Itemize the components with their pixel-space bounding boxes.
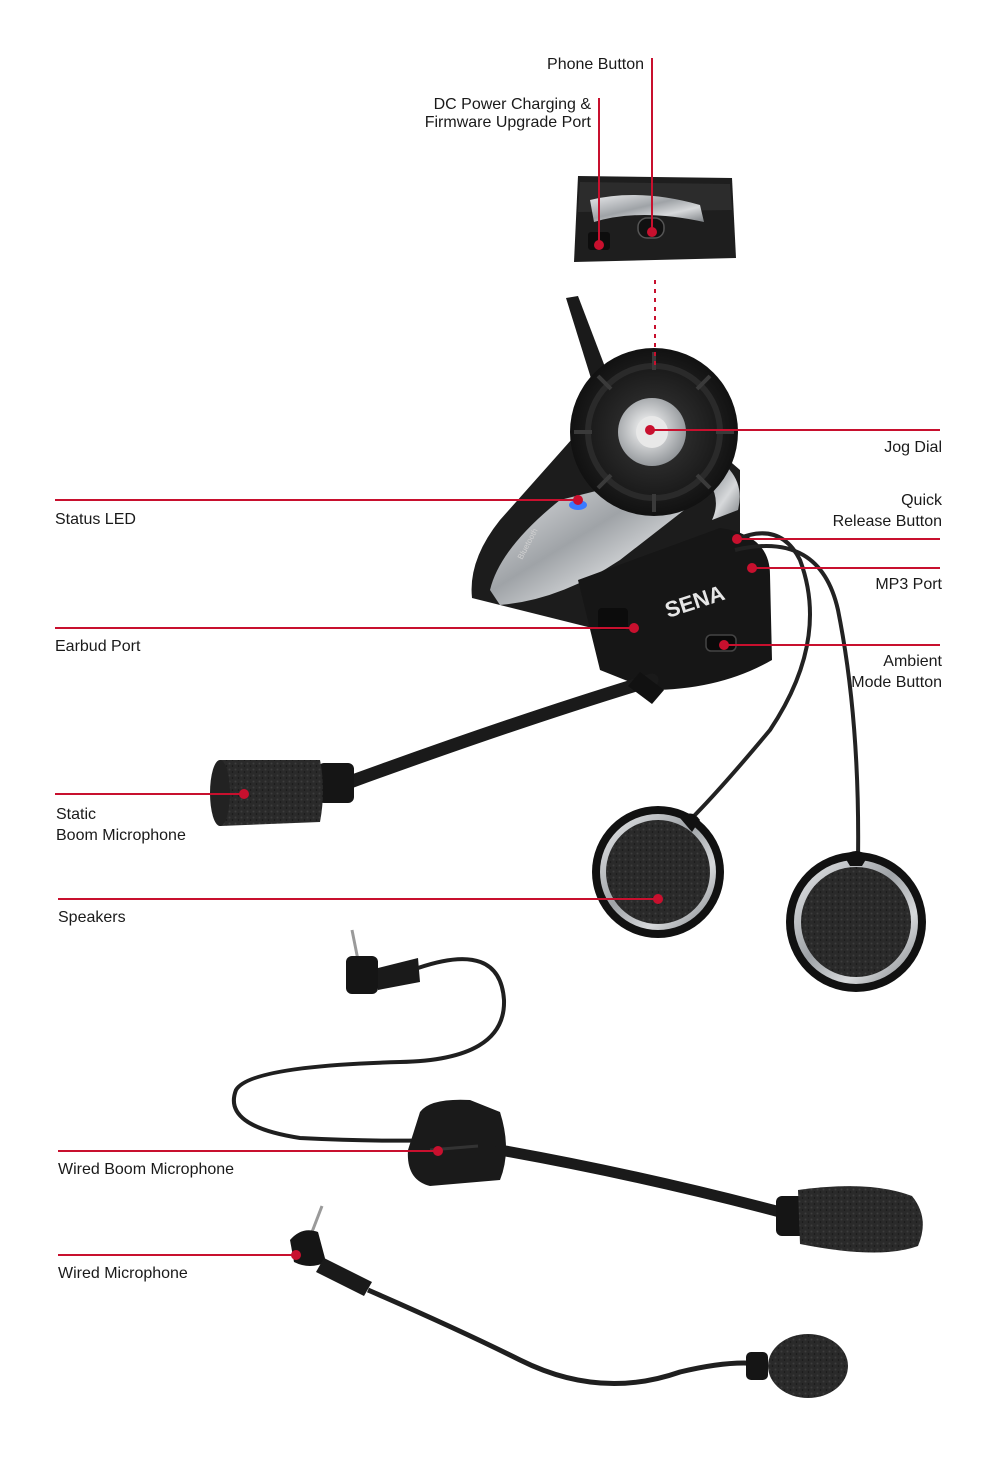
label-speakers-text: Speakers bbox=[58, 909, 126, 926]
label-static-boom-line1: Static bbox=[56, 806, 97, 823]
label-dc-power-line2: Firmware Upgrade Port bbox=[424, 114, 591, 131]
leader-dots bbox=[239, 227, 757, 1260]
label-mp3-port: MP3 Port bbox=[875, 575, 942, 595]
label-wired-microphone: Wired Microphone bbox=[58, 1264, 188, 1284]
label-wired-microphone-text: Wired Microphone bbox=[58, 1265, 188, 1282]
label-earbud-port: Earbud Port bbox=[55, 637, 140, 657]
label-ambient-line2: Mode Button bbox=[851, 674, 942, 691]
label-dc-power-port: DC Power Charging & Firmware Upgrade Por… bbox=[425, 96, 591, 132]
label-jog-dial-text: Jog Dial bbox=[884, 439, 942, 456]
speaker-left bbox=[592, 806, 724, 938]
label-static-boom-microphone: Static Boom Microphone bbox=[56, 804, 186, 846]
static-boom-microphone bbox=[210, 672, 664, 826]
label-mp3-port-text: MP3 Port bbox=[875, 576, 942, 593]
leader-lines bbox=[55, 58, 940, 1256]
label-ambient-mode-button: Ambient Mode Button bbox=[851, 651, 942, 693]
label-ambient-line1: Ambient bbox=[883, 653, 942, 670]
label-jog-dial: Jog Dial bbox=[884, 438, 942, 458]
label-quick-release-button: Quick Release Button bbox=[833, 490, 942, 532]
speaker-cables bbox=[688, 531, 861, 861]
main-unit bbox=[471, 296, 772, 690]
label-dc-power-line1: DC Power Charging & bbox=[433, 96, 591, 113]
label-speakers: Speakers bbox=[58, 908, 126, 928]
label-quick-release-line1: Quick bbox=[901, 492, 942, 509]
label-status-led-text: Status LED bbox=[55, 511, 136, 528]
speaker-right bbox=[786, 851, 926, 992]
wired-boom-microphone bbox=[231, 929, 923, 1253]
label-wired-boom-microphone-text: Wired Boom Microphone bbox=[58, 1161, 235, 1178]
label-phone-button-text: Phone Button bbox=[547, 56, 644, 73]
wired-microphone bbox=[290, 1205, 848, 1398]
label-wired-boom-microphone: Wired Boom Microphone bbox=[58, 1160, 234, 1180]
label-status-led: Status LED bbox=[55, 510, 136, 530]
label-quick-release-line2: Release Button bbox=[832, 513, 942, 530]
label-earbud-port-text: Earbud Port bbox=[55, 638, 141, 655]
label-static-boom-line2: Boom Microphone bbox=[56, 827, 186, 844]
label-phone-button: Phone Button bbox=[547, 55, 644, 75]
